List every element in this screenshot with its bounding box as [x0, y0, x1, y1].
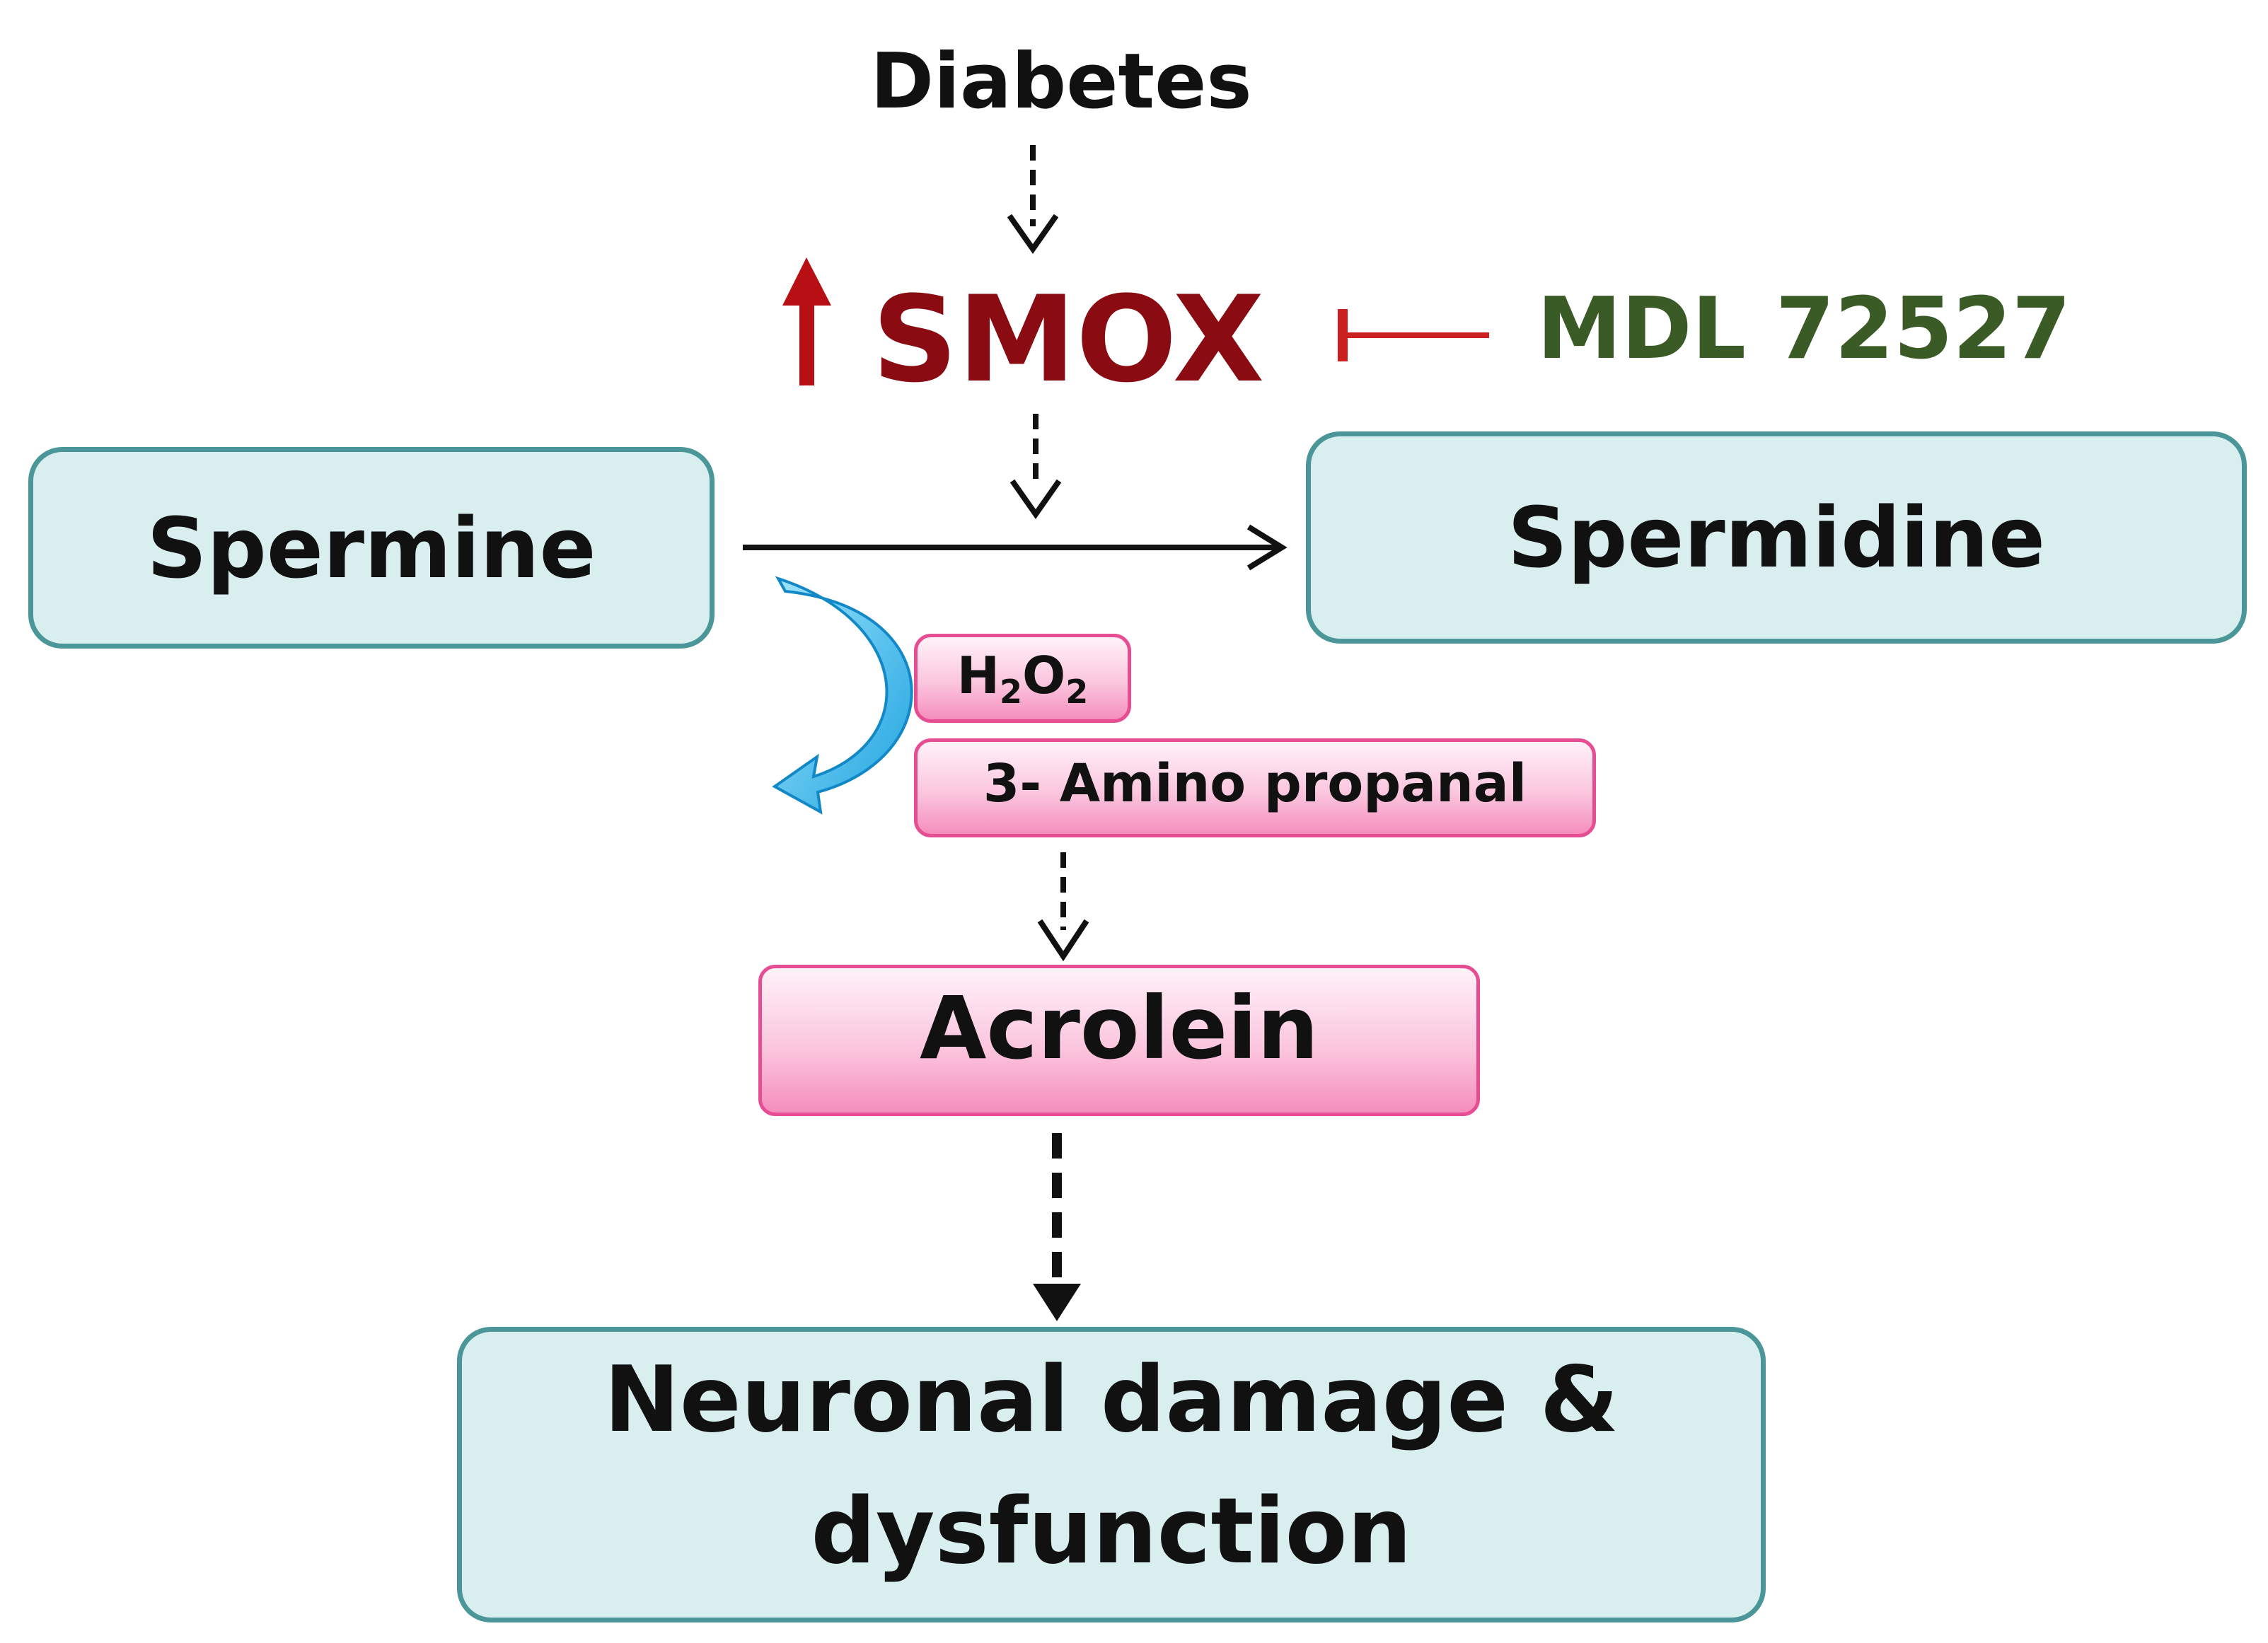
h2o2-sub-2: 2 — [1065, 673, 1089, 711]
aminopropanal-to-acrolein-arrow — [1037, 852, 1089, 962]
up-arrow-icon — [782, 257, 831, 385]
neuronal-damage-label: Neuronal damage & dysfunction — [604, 1335, 1619, 1597]
aminopropanal-box: 3- Amino propanal — [914, 738, 1596, 837]
acrolein-label: Acrolein — [920, 978, 1319, 1079]
acrolein-box: Acrolein — [758, 965, 1480, 1116]
h2o2-box: H2O2 — [914, 634, 1131, 723]
spermine-box: Spermine — [28, 447, 714, 649]
neuronal-damage-line-2: dysfunction — [811, 1479, 1412, 1584]
neuronal-damage-box: Neuronal damage & dysfunction — [457, 1327, 1766, 1622]
neuronal-damage-line-1: Neuronal damage & — [603, 1347, 1619, 1453]
h2o2-o: O — [1022, 646, 1066, 705]
smox-to-reaction-arrow — [1009, 414, 1062, 519]
inhibitor-label: MDL 72527 — [1537, 279, 2071, 378]
spermidine-label: Spermidine — [1507, 489, 2046, 586]
aminopropanal-label: 3- Amino propanal — [983, 753, 1527, 814]
h2o2-label: H2O2 — [957, 646, 1089, 711]
diabetes-to-smox-arrow — [1007, 145, 1059, 254]
h2o2-h: H — [956, 646, 1000, 705]
h2o2-sub-1: 2 — [1000, 673, 1023, 711]
diabetes-label: Diabetes — [870, 37, 1252, 126]
smox-label: SMOX — [872, 270, 1265, 409]
spermidine-box: Spermidine — [1306, 431, 2247, 644]
curved-arrow-icon — [772, 576, 913, 815]
inhibition-line — [1338, 309, 1489, 361]
acrolein-to-neuronal-arrow — [1033, 1133, 1081, 1321]
spermine-to-spermidine-arrow — [743, 524, 1288, 571]
spermine-label: Spermine — [146, 499, 596, 597]
